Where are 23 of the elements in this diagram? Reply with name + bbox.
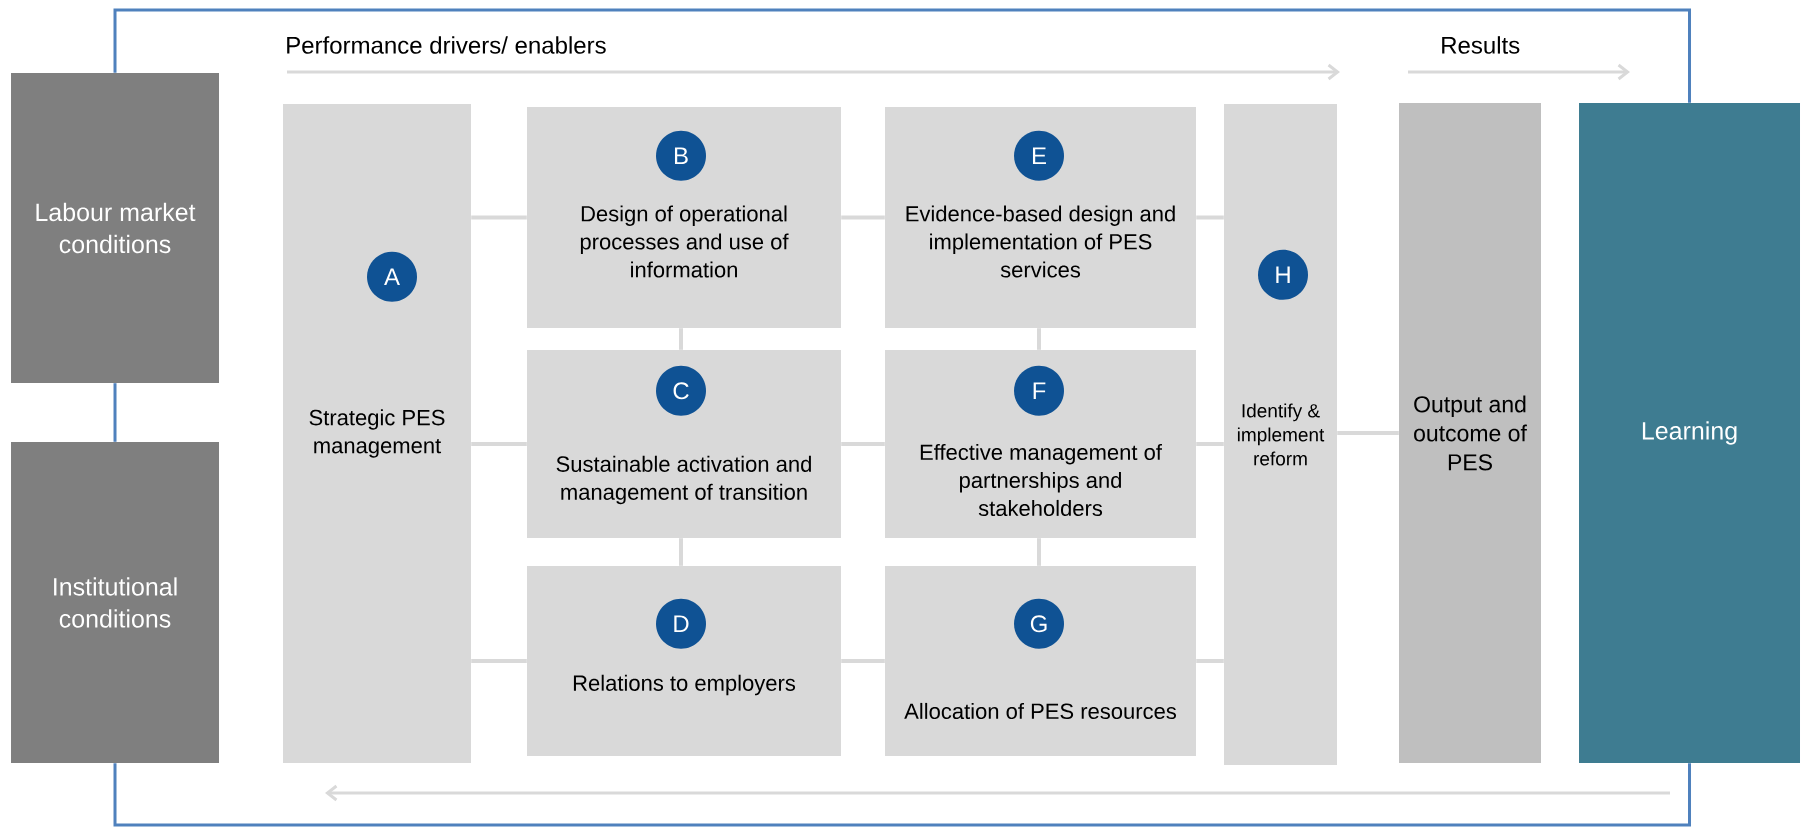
connector-line — [1037, 538, 1041, 566]
connector-line — [1337, 431, 1399, 435]
connector-line — [1037, 328, 1041, 350]
connector-line — [1196, 659, 1224, 663]
connector-line — [1196, 215, 1224, 220]
condition-box: Institutional conditions — [11, 442, 219, 763]
connector-line — [841, 659, 885, 663]
connector-line — [679, 328, 683, 350]
direction-label: Results — [1442, 36, 1520, 54]
frame-line — [113, 383, 117, 442]
direction-label: Performance drivers/ enablers — [287, 36, 606, 54]
frame-line — [113, 8, 1691, 103]
outcome-box: Output and outcome of PES — [1399, 103, 1541, 763]
connector-line — [841, 442, 885, 446]
connector-line — [471, 215, 527, 220]
connector-line — [1196, 442, 1224, 446]
connector-line — [471, 659, 527, 663]
connector-line — [679, 538, 683, 566]
connector-line — [471, 442, 527, 446]
learning-box: Learning — [1579, 103, 1800, 763]
frame-line — [113, 763, 1691, 827]
condition-box: Labour market conditions — [11, 73, 219, 383]
connector-line — [841, 215, 885, 220]
